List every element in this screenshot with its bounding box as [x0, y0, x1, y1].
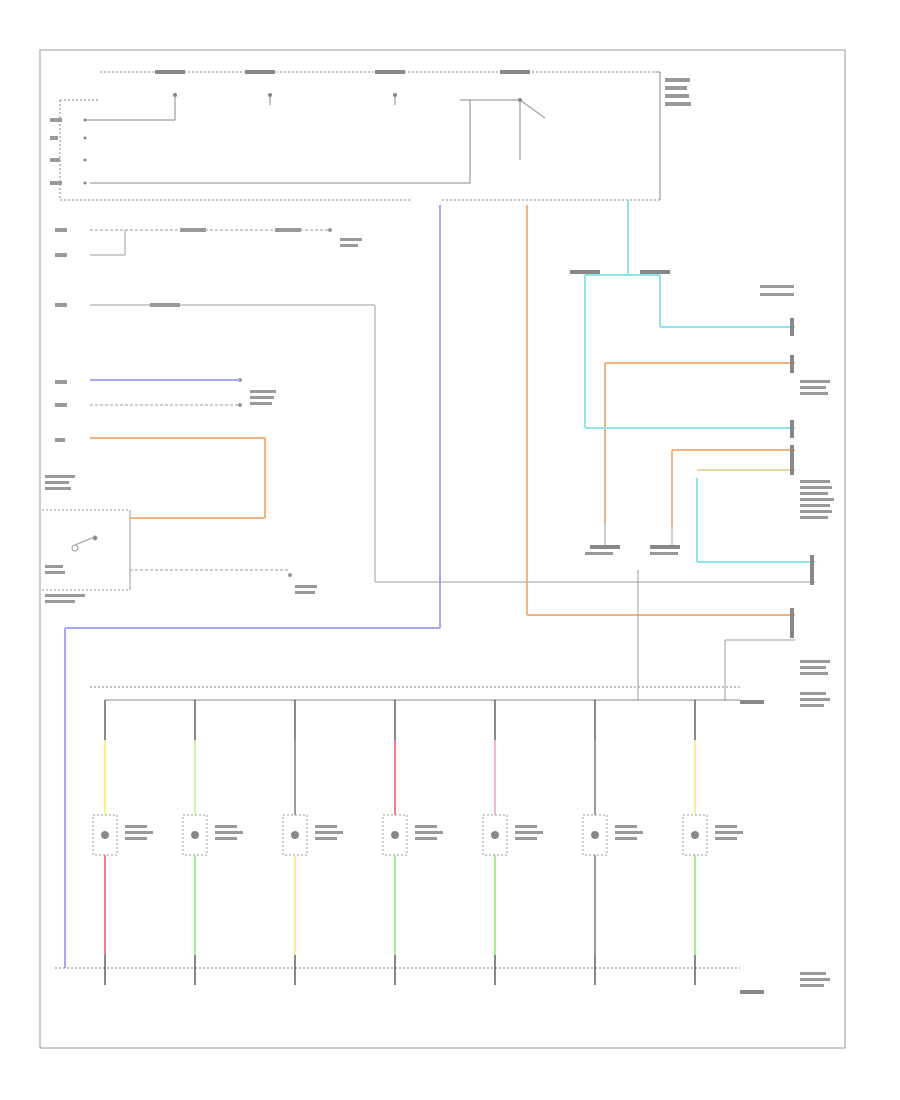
bulb-7-label-line-1	[715, 825, 737, 828]
bulb-3-label-line-3	[315, 837, 337, 840]
bulb-7-icon	[691, 831, 699, 839]
bulb-7-label-line-3	[715, 837, 737, 840]
bulb-5	[482, 700, 543, 985]
bulb-1	[92, 700, 153, 985]
bulb-2-label-line-2	[215, 831, 243, 834]
right-connectors	[570, 270, 814, 994]
bulb-1-icon	[101, 831, 109, 839]
bulb-6-icon	[591, 831, 599, 839]
left-pin-markers	[55, 228, 362, 594]
bulb-3-icon	[291, 831, 299, 839]
bulb-1-label-line-1	[125, 825, 147, 828]
wire-orange	[90, 205, 795, 616]
bulb-2	[182, 700, 243, 985]
bulb-7	[682, 700, 743, 985]
bulb-4-label-line-3	[415, 837, 437, 840]
fuse-box-pin-labels	[50, 78, 691, 185]
wire-cyan	[584, 200, 815, 563]
under-dash-fuse-box	[59, 71, 661, 201]
bulb-5-label-line-1	[515, 825, 537, 828]
bulb-5-label-line-2	[515, 831, 543, 834]
headlight-switch-labels	[45, 475, 85, 603]
bulb-6	[582, 700, 643, 985]
bulb-2-label-line-3	[215, 837, 237, 840]
headlight-switch	[42, 509, 131, 591]
bulb-6-label-line-3	[615, 837, 637, 840]
bulb-7-label-line-2	[715, 831, 743, 834]
bulb-3-label-line-2	[315, 831, 343, 834]
bulb-5-label-line-3	[515, 837, 537, 840]
bulb-3-label-line-1	[315, 825, 337, 828]
diagram-border	[39, 49, 846, 1049]
bulb-4	[382, 700, 443, 985]
bulb-5-icon	[491, 831, 499, 839]
bulb-1-label-line-3	[125, 837, 147, 840]
bulb-2-label-line-1	[215, 825, 237, 828]
bulb-4-label-line-2	[415, 831, 443, 834]
bulb-2-icon	[191, 831, 199, 839]
bulb-1-label-line-2	[125, 831, 153, 834]
fuse-connectors	[83, 70, 530, 185]
wire-gray	[604, 525, 795, 700]
right-module-labels	[585, 285, 834, 987]
bulb-6-label-line-1	[615, 825, 637, 828]
bulb-6-label-line-2	[615, 831, 643, 834]
bulb-3	[282, 700, 343, 985]
left-signal-rows	[90, 229, 815, 583]
wire-blue-violet	[64, 205, 441, 968]
bulb-columns	[92, 700, 743, 985]
bulb-4-icon	[391, 831, 399, 839]
bulb-4-label-line-1	[415, 825, 437, 828]
